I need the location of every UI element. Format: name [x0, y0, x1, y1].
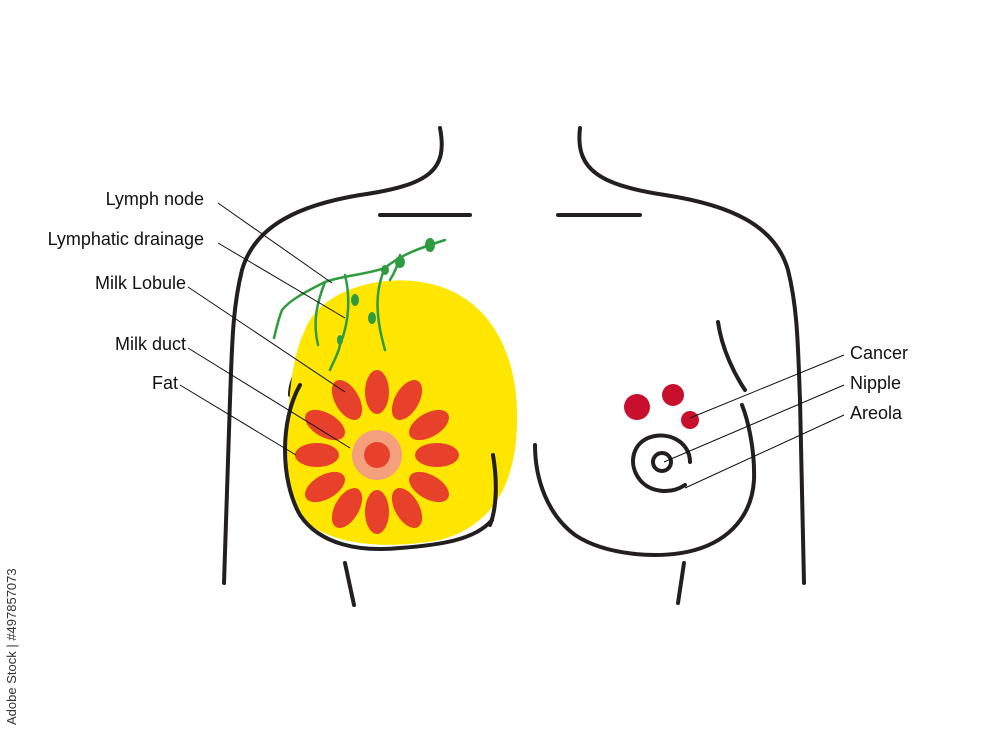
- nipple-center: [364, 442, 390, 468]
- left-neck-line: [222, 126, 444, 585]
- lymph-node: [337, 335, 343, 345]
- lymph-node: [381, 265, 389, 275]
- label-milk-lobule: Milk Lobule: [95, 273, 186, 293]
- lymph-node: [395, 256, 405, 268]
- tumor: [681, 411, 699, 429]
- leader-lymphatic-drainage: [217, 242, 346, 319]
- lobule-petal: [305, 409, 345, 441]
- lobule-petal: [409, 409, 449, 441]
- leader-areola: [684, 414, 845, 489]
- lobule-petal: [365, 370, 389, 414]
- lobule-petal: [409, 471, 449, 503]
- areola-outline: [631, 433, 692, 493]
- lymph-node: [425, 238, 435, 252]
- lymphatic-vessels: [272, 238, 447, 372]
- label-lymphatic-drainage: Lymphatic drainage: [48, 229, 204, 249]
- label-areola: Areola: [850, 403, 903, 423]
- right-underarm-line: [716, 320, 747, 392]
- cancer-tumors: [624, 384, 699, 429]
- lobule-petal: [365, 490, 389, 534]
- nipple-outline: [651, 451, 673, 473]
- lymph-vessel: [376, 266, 387, 352]
- label-milk-duct: Milk duct: [115, 334, 186, 354]
- lobule-petal: [305, 471, 345, 503]
- lobule-petal: [415, 443, 459, 467]
- leader-lymph-node: [217, 202, 333, 284]
- leader-lines: [179, 202, 845, 489]
- left-breast-inner-line: [488, 453, 498, 527]
- left-breast-contour: [283, 383, 494, 552]
- lobule-petal: [295, 443, 339, 467]
- right-breast-contour: [533, 403, 757, 557]
- lymph-nodes: [337, 238, 435, 345]
- lymph-vessel: [314, 280, 327, 347]
- lobule-petal: [331, 380, 363, 420]
- leader-cancer: [689, 354, 845, 419]
- tumor: [624, 394, 650, 420]
- right-neck-line: [577, 126, 806, 585]
- label-fat: Fat: [152, 373, 178, 393]
- leader-nipple: [663, 384, 845, 463]
- right-breast: [533, 384, 757, 557]
- tumor: [662, 384, 684, 406]
- lobule-petal: [391, 488, 423, 528]
- right-waist-line: [676, 561, 686, 605]
- stock-id-text: Adobe Stock | #497857073: [4, 568, 19, 725]
- milk-lobules: [295, 370, 459, 534]
- left-waist-line: [343, 561, 356, 607]
- left-breast-anatomy: [272, 238, 518, 552]
- leader-milk-lobule: [187, 286, 346, 393]
- lymph-node: [368, 312, 376, 324]
- lobule-petal: [391, 380, 423, 420]
- lobule-petal: [331, 488, 363, 528]
- labels: Lymph node Lymphatic drainage Milk Lobul…: [48, 189, 908, 423]
- label-lymph-node: Lymph node: [106, 189, 204, 209]
- leader-milk-duct: [187, 347, 351, 449]
- lymph-node: [351, 294, 359, 306]
- label-nipple: Nipple: [850, 373, 901, 393]
- label-cancer: Cancer: [850, 343, 908, 363]
- leader-fat: [179, 384, 297, 456]
